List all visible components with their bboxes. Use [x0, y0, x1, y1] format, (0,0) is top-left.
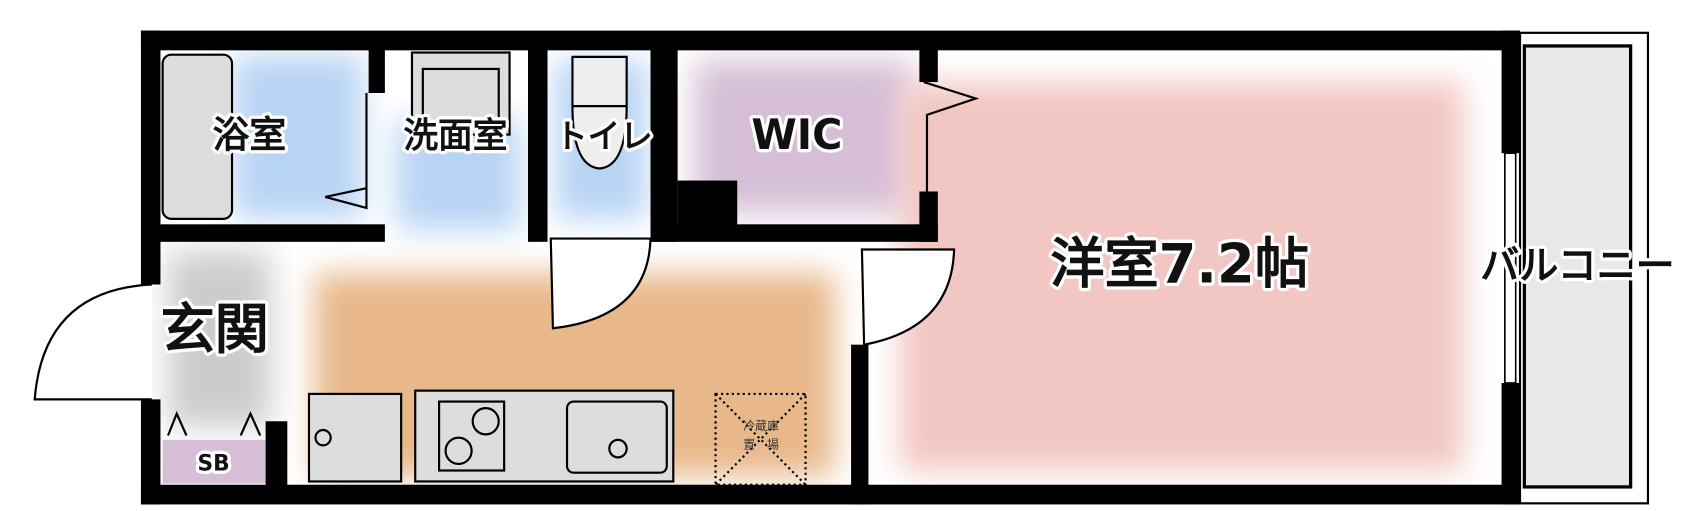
walls — [140, 30, 1521, 505]
fixtures — [161, 51, 807, 486]
toilet-label: トイレ — [555, 118, 653, 156]
western-room-fill — [899, 82, 1464, 471]
fridge-space — [714, 392, 807, 486]
shoe-box-door — [167, 410, 262, 436]
kitchen-counter — [414, 389, 675, 483]
balcony-label: バルコニー — [1480, 244, 1674, 289]
washroom-fill — [395, 120, 521, 230]
shoe-box-label: SB — [198, 451, 230, 476]
fridge-space-label-1: 冷蔵庫 — [743, 419, 779, 433]
bath-fill — [233, 54, 364, 219]
toilet-door[interactable] — [549, 237, 652, 330]
entrance-fill — [168, 251, 272, 427]
shoe-box — [162, 439, 266, 484]
wic-label: WIC — [751, 111, 842, 159]
entrance-door[interactable] — [33, 283, 152, 401]
entrance-label: 玄関 — [160, 297, 268, 361]
washroom-label: 洗面室 — [403, 116, 507, 157]
fridge-space-label-2: 置 場 — [743, 438, 779, 452]
doors[interactable] — [33, 81, 980, 436]
bath-label: 浴室 — [213, 114, 287, 157]
room-door[interactable] — [860, 248, 956, 346]
bath-door[interactable] — [324, 93, 368, 210]
kitchen-cabinet — [307, 392, 403, 483]
stove — [438, 400, 506, 472]
bathtub — [161, 53, 234, 220]
balcony — [1518, 31, 1650, 505]
toilet-bowl — [571, 55, 628, 170]
wic-door[interactable] — [923, 81, 980, 192]
western-room-label: 洋室7.2帖 — [1050, 231, 1309, 295]
sink — [565, 400, 668, 474]
window — [1504, 152, 1517, 384]
washer — [410, 51, 511, 136]
